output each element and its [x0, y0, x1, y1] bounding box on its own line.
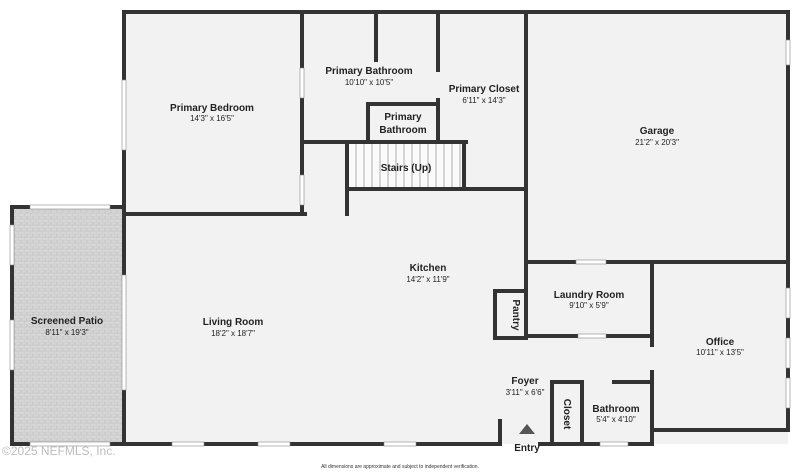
primary-bathroom-label: Primary Bathroom [325, 66, 412, 77]
primary-closet-label: Primary Closet [449, 84, 520, 95]
primary-bathroom-small-label-line1: Primary [384, 112, 422, 123]
kitchen-dimensions: 14'2" x 11'9" [406, 275, 449, 284]
entry-label: Entry [514, 443, 540, 454]
office-dimensions: 10'11" x 13'5" [696, 348, 744, 357]
laundry-room-label: Laundry Room [554, 290, 625, 301]
living-room-dimensions: 18'2" x 18'7" [211, 329, 255, 338]
office-label: Office [706, 337, 735, 348]
screened-patio-label: Screened Patio [31, 316, 103, 327]
garage-dimensions: 21'2" x 20'3" [635, 138, 679, 147]
primary-closet-dimensions: 6'11" x 14'3" [462, 96, 505, 105]
stairs-treads [348, 143, 464, 188]
house-floor [124, 12, 788, 444]
disclaimer-footer: All dimensions are approximate and subje… [321, 464, 479, 470]
foyer-dimensions: 3'11" x 6'6" [506, 388, 545, 397]
kitchen-label: Kitchen [410, 263, 447, 274]
pantry-label: Pantry [510, 299, 521, 331]
laundry-room-dimensions: 9'10" x 5'9" [569, 301, 609, 310]
screened-patio-floor [12, 207, 124, 444]
garage-label: Garage [640, 126, 675, 137]
primary-bedroom-dimensions: 14'3" x 16'5" [190, 114, 234, 123]
copyright-watermark: ©2025 NEFMLS, Inc. [2, 444, 116, 458]
windows [9, 39, 791, 447]
primary-bathroom-small-label-line2: Bathroom [379, 125, 426, 136]
bathroom-label: Bathroom [592, 404, 639, 415]
closet-label: Closet [561, 399, 572, 430]
entry-arrow-icon [519, 424, 535, 434]
primary-bathroom-dimensions: 10'10" x 10'5" [345, 78, 393, 87]
living-room-label: Living Room [203, 317, 264, 328]
screened-patio-dimensions: 8'11" x 19'3" [45, 328, 88, 337]
stairs-label: Stairs (Up) [381, 163, 432, 174]
primary-bedroom-label: Primary Bedroom [170, 103, 254, 114]
bathroom-dimensions: 5'4" x 4'10" [596, 415, 636, 424]
stair-lines [355, 143, 461, 188]
foyer-label: Foyer [511, 376, 538, 387]
